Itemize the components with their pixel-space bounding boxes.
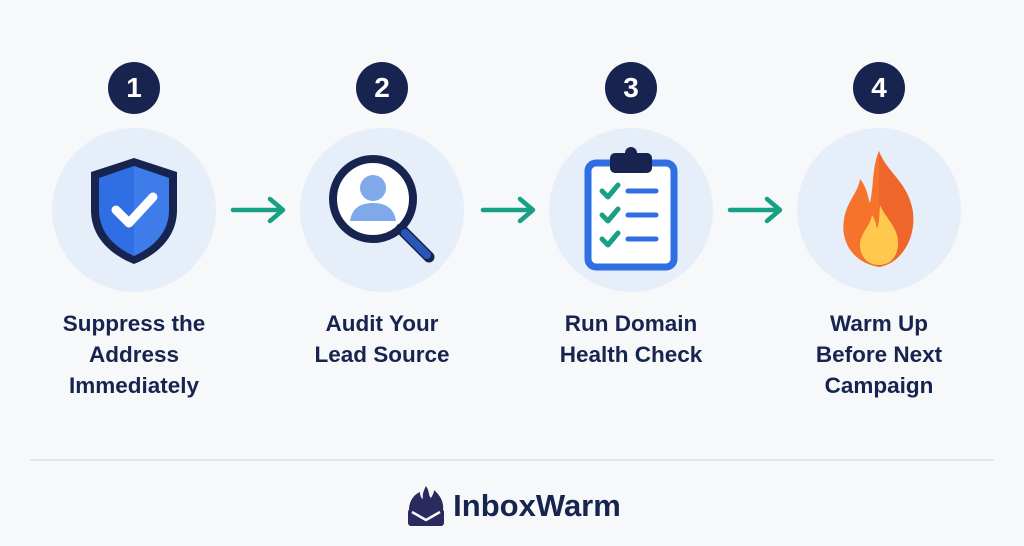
step-label: Suppress the Address Immediately xyxy=(62,311,206,398)
shield-check-icon xyxy=(91,158,177,264)
step-label: Warm Up Before Next Campaign xyxy=(815,311,943,398)
clipboard-checklist-icon xyxy=(584,147,678,271)
step-icon-circle xyxy=(300,128,464,292)
step-number-badge: 1 xyxy=(108,62,160,114)
brand-name: InboxWarm xyxy=(453,488,621,523)
step-number-badge: 2 xyxy=(356,62,408,114)
step-label: Audit Your Lead Source xyxy=(314,311,450,367)
arrow-right-icon xyxy=(480,196,536,224)
step-icon-circle xyxy=(549,128,713,292)
step-icon-circle xyxy=(52,128,216,292)
brand-logo: InboxWarm xyxy=(0,478,1024,534)
step-label: Run Domain Health Check xyxy=(559,311,703,367)
divider xyxy=(30,459,994,461)
step-icon-circle xyxy=(797,128,961,292)
step-number-badge: 3 xyxy=(605,62,657,114)
step-number-badge: 4 xyxy=(853,62,905,114)
inboxwarm-logo-icon xyxy=(408,486,445,526)
fire-icon xyxy=(843,151,914,267)
arrow-right-icon xyxy=(727,196,783,224)
arrow-right-icon xyxy=(230,196,286,224)
magnifier-user-icon xyxy=(329,155,435,263)
